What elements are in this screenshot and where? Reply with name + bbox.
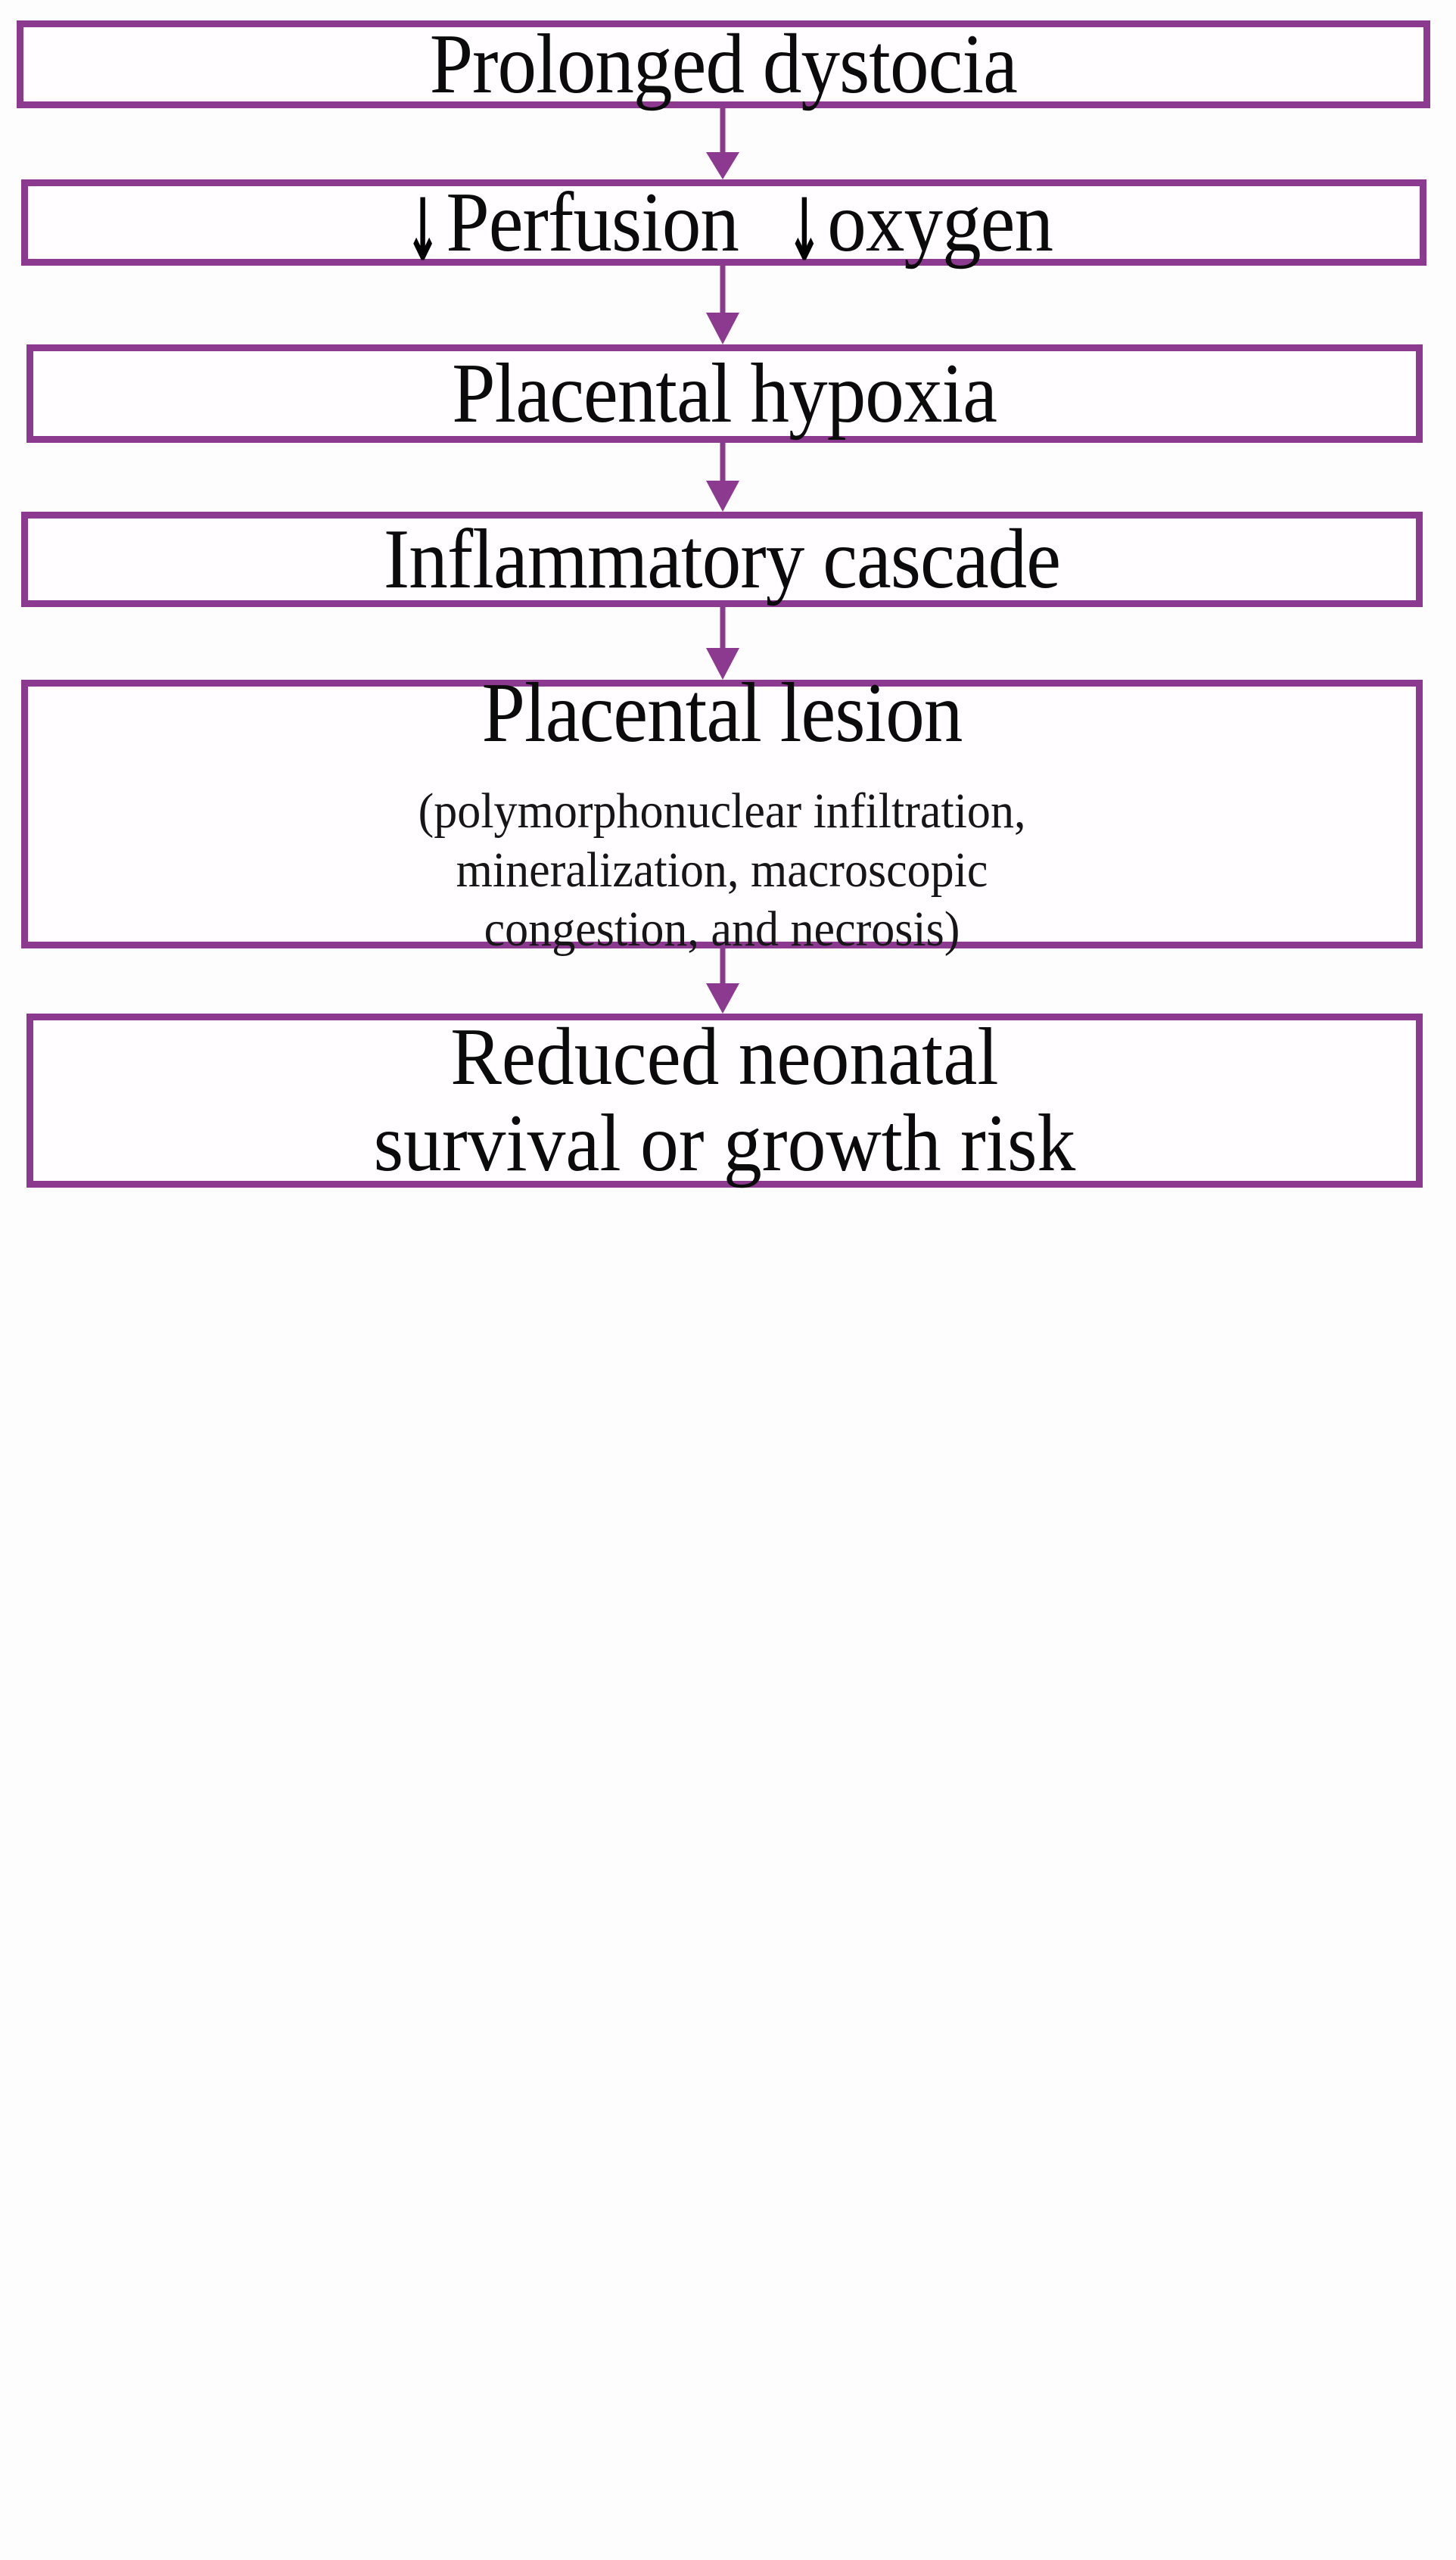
- flow-node-subtitle-line-3: congestion, and necrosis): [484, 901, 960, 957]
- flow-node-title-line-1: Reduced neonatal: [450, 1011, 999, 1102]
- flow-node-reduced-perfusion-oxygen: ↓Perfusion ↓oxygen: [21, 175, 1426, 280]
- flow-node-title: Inflammatory cascade: [383, 512, 1061, 606]
- down-arrow-icon: [706, 108, 739, 179]
- connector-arrow-prolonged-dystocia-to-perfusion: [0, 108, 1456, 179]
- flow-node-subtitle: (polymorphonuclear infiltration, mineral…: [418, 782, 1026, 959]
- flow-node-title: Placental lesion: [481, 665, 963, 760]
- flow-node-subtitle-line-1: (polymorphonuclear infiltration,: [418, 783, 1026, 839]
- flow-node-title: Reduced neonatal survival or growth risk: [374, 1014, 1076, 1188]
- flow-node-subtitle-line-2: mineralization, macroscopic: [456, 842, 988, 898]
- flow-node-title-line-2: survival or growth risk: [373, 1098, 1076, 1188]
- flow-node-title: Placental hypoxia: [452, 346, 998, 441]
- flow-node-inflammatory-cascade: Inflammatory cascade: [21, 512, 1423, 607]
- down-arrow-icon: [706, 266, 739, 344]
- flow-node-prolonged-dystocia: Prolonged dystocia: [17, 20, 1430, 108]
- connector-arrow-perfusion-to-placental-hypoxia: [0, 266, 1456, 344]
- flow-node-title: Prolonged dystocia: [429, 17, 1018, 111]
- flow-node-title: ↓Perfusion ↓oxygen: [395, 175, 1053, 280]
- connector-arrow-placental-hypoxia-to-inflammatory-cascade: [0, 443, 1456, 512]
- flow-node-placental-hypoxia: Placental hypoxia: [26, 344, 1423, 443]
- decrease-arrow-icon-oxygen: ↓: [786, 179, 822, 280]
- flow-node-title-oxygen: oxygen: [827, 175, 1053, 269]
- flow-node-title-perfusion: Perfusion: [446, 175, 739, 269]
- down-arrow-icon: [706, 443, 739, 512]
- flow-node-placental-lesion: Placental lesion (polymorphonuclear infi…: [21, 669, 1423, 957]
- flow-node-reduced-neonatal-outcome: Reduced neonatal survival or growth risk: [26, 1014, 1423, 1188]
- decrease-arrow-icon-perfusion: ↓: [405, 179, 440, 280]
